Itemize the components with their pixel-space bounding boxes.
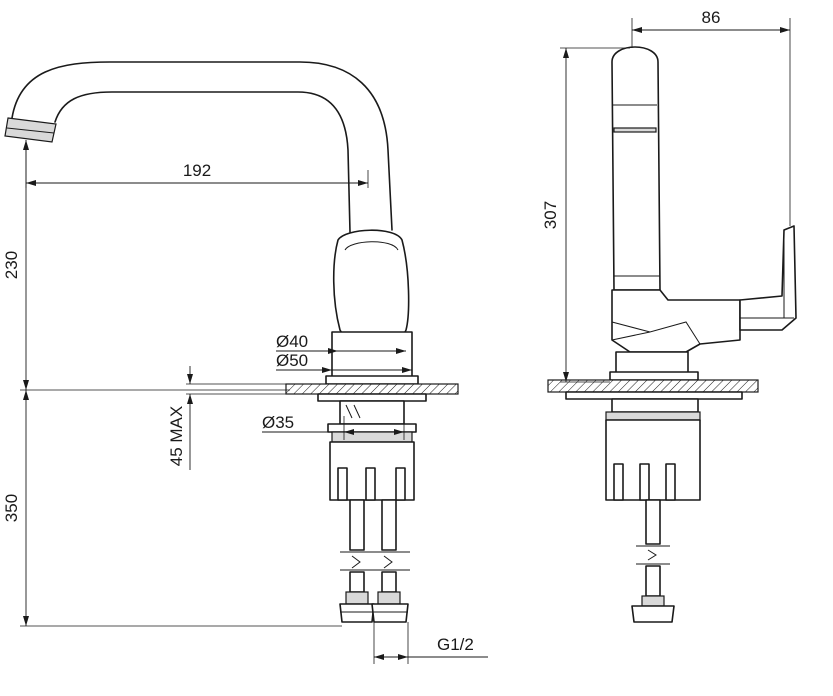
- dim-total-height: 307: [541, 47, 630, 383]
- front-view: 192 230 350 45 MAX: [2, 61, 488, 664]
- dim-spout-reach: 192: [25, 140, 369, 188]
- dim-text-192: 192: [183, 161, 211, 180]
- faucet-body: [331, 331, 413, 379]
- mounting-shank: [327, 400, 417, 501]
- dim-spout-height: 230: [2, 140, 290, 391]
- countertop: [285, 383, 459, 395]
- dim-text-307: 307: [541, 201, 560, 229]
- dim-text-d40: Ø40: [276, 332, 308, 351]
- flex-hoses: [339, 499, 410, 623]
- dim-mounting-hole: Ø35: [262, 413, 405, 440]
- side-body: [611, 289, 741, 353]
- dim-text-d50: Ø50: [276, 351, 308, 370]
- dim-under-counter: 350: [2, 390, 342, 627]
- dim-text-350: 350: [2, 494, 21, 522]
- dim-base-diameters: Ø40 Ø50: [276, 332, 412, 373]
- dim-counter-thickness: 45 MAX: [167, 366, 290, 470]
- dim-text-45-max: 45 MAX: [167, 406, 186, 466]
- dim-text-230: 230: [2, 251, 21, 279]
- side-lever: [739, 225, 797, 331]
- dim-text-d35: Ø35: [262, 413, 294, 432]
- dim-total-depth: 86: [631, 8, 791, 226]
- side-view: 86 307: [541, 8, 797, 623]
- lever-handle: [332, 229, 410, 343]
- dim-connection-thread: G1/2: [373, 622, 488, 664]
- dim-text-g12: G1/2: [437, 635, 474, 654]
- dim-text-86: 86: [702, 8, 721, 27]
- side-spout: [611, 46, 661, 291]
- spout: [4, 61, 393, 233]
